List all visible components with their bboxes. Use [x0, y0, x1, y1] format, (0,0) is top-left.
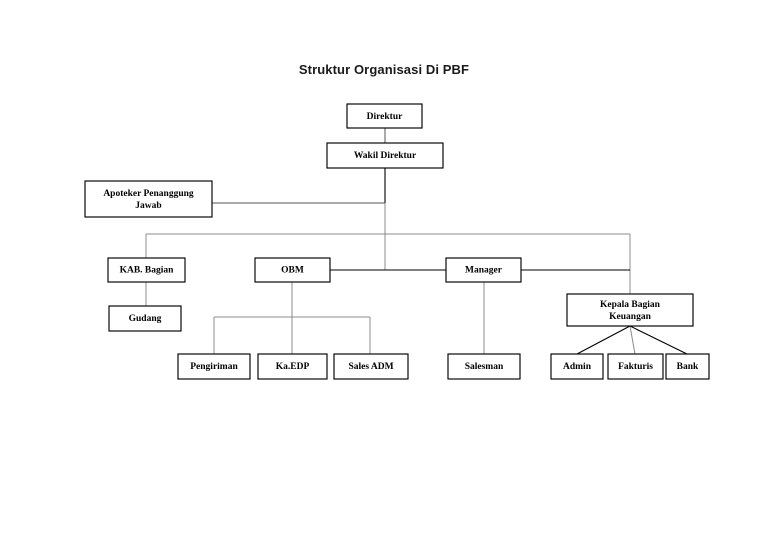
node-sales-adm-box — [333, 353, 409, 380]
node-bank[interactable]: Bank — [665, 353, 710, 380]
node-gudang[interactable]: Gudang — [108, 305, 182, 332]
node-fakturis-label: Fakturis — [618, 362, 653, 372]
node-apoteker-label-line1: Apoteker Penanggung — [103, 189, 194, 199]
connector-keuangan-bank — [629, 325, 688, 355]
node-fakturis-box — [607, 353, 664, 380]
node-salesman[interactable]: Salesman — [447, 353, 521, 380]
node-gudang-box — [108, 305, 182, 332]
node-wakil-direktur-box — [326, 142, 444, 169]
node-kepala-keuangan-box — [566, 293, 694, 327]
node-direktur[interactable]: Direktur — [346, 103, 423, 129]
node-sales-adm[interactable]: Sales ADM — [333, 353, 409, 380]
node-kepala-keuangan-label-line2: Keuangan — [609, 312, 651, 322]
node-bank-box — [665, 353, 710, 380]
node-salesman-label: Salesman — [465, 362, 504, 372]
node-sales-adm-label: Sales ADM — [348, 362, 393, 372]
node-admin[interactable]: Admin — [550, 353, 604, 380]
node-admin-label: Admin — [563, 362, 592, 372]
node-apoteker-penanggung-jawab[interactable]: Apoteker Penanggung Jawab — [84, 180, 213, 218]
node-direktur-box — [346, 103, 423, 129]
node-wakil-direktur[interactable]: Wakil Direktur — [326, 142, 444, 169]
connector-keuangan-admin — [576, 325, 631, 355]
node-pengiriman[interactable]: Pengiriman — [177, 353, 251, 380]
node-kab-bagian-box — [107, 257, 186, 283]
node-kab-bagian[interactable]: KAB. Bagian — [107, 257, 186, 283]
node-pengiriman-box — [177, 353, 251, 380]
node-bank-label: Bank — [677, 362, 699, 372]
node-wakil-direktur-label: Wakil Direktur — [354, 151, 417, 161]
node-ka-edp-box — [257, 353, 328, 380]
node-pengiriman-label: Pengiriman — [190, 362, 238, 372]
node-kepala-bagian-keuangan[interactable]: Kepala Bagian Keuangan — [566, 293, 694, 327]
node-obm-box — [254, 257, 331, 283]
node-fakturis[interactable]: Fakturis — [607, 353, 664, 380]
node-apoteker-label-line2: Jawab — [135, 201, 161, 211]
node-gudang-label: Gudang — [129, 314, 162, 324]
connector-keuangan-fakturis — [629, 325, 636, 355]
node-kepala-keuangan-label-line1: Kepala Bagian — [600, 300, 661, 310]
node-ka-edp[interactable]: Ka.EDP — [257, 353, 328, 380]
node-direktur-label: Direktur — [367, 112, 403, 122]
node-kab-bagian-label: KAB. Bagian — [120, 266, 175, 276]
node-ka-edp-label: Ka.EDP — [276, 362, 310, 372]
node-manager[interactable]: Manager — [445, 257, 522, 283]
node-admin-box — [550, 353, 604, 380]
node-obm[interactable]: OBM — [254, 257, 331, 283]
connector-layer — [145, 128, 688, 355]
node-obm-label: OBM — [281, 266, 304, 276]
node-salesman-box — [447, 353, 521, 380]
node-apoteker-box — [84, 180, 213, 218]
node-manager-label: Manager — [465, 266, 503, 276]
node-manager-box — [445, 257, 522, 283]
page-title: Struktur Organisasi Di PBF — [298, 62, 470, 77]
